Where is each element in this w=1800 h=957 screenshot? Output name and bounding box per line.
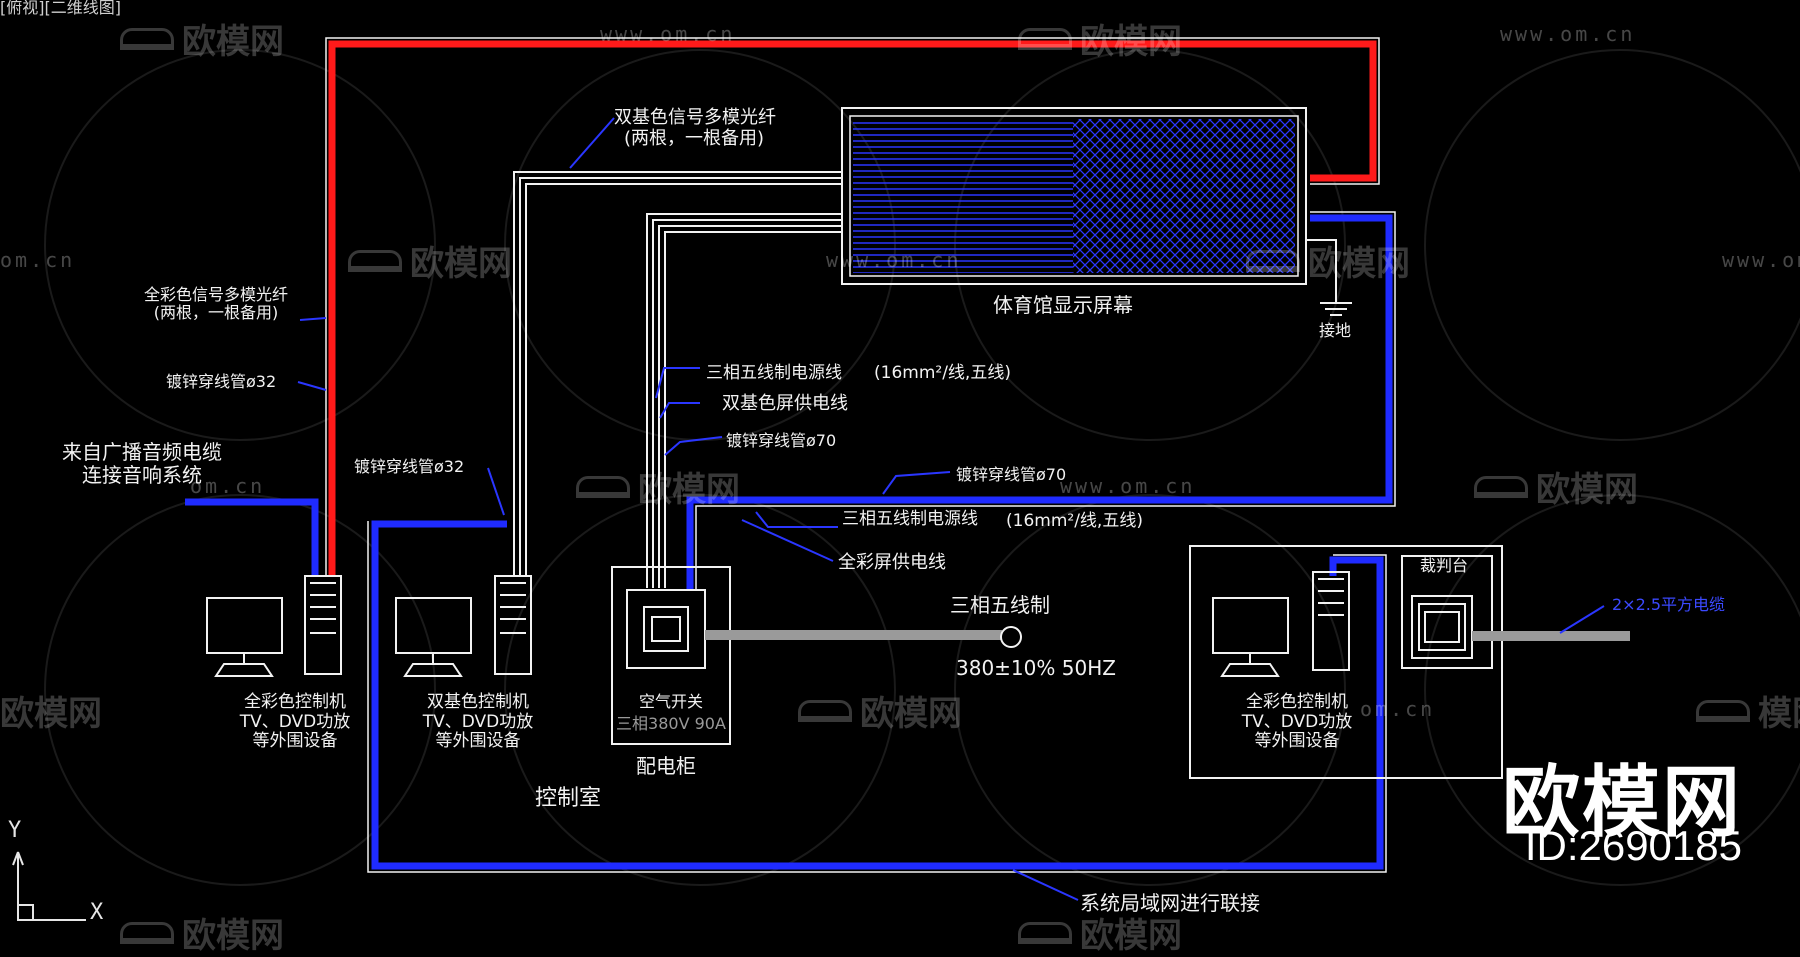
watermark-logo: 欧模网 (1474, 462, 1638, 511)
label-broadcast-cable: 来自广播音频电缆 连接音响系统 (62, 440, 222, 487)
watermark-url: www.om.cn (1722, 248, 1800, 272)
ground-symbol (1306, 239, 1352, 316)
station-label-3: 全彩色控制机 TV、DVD功放 等外围设备 (1241, 692, 1353, 752)
label-air-switch-spec: 三相380V 90A (616, 714, 726, 733)
label-lan: 系统局域网进行联接 (1080, 891, 1260, 915)
label-dual-screen-power: 双基色屏供电线 (722, 393, 848, 414)
label-dual-fiber: 双基色信号多模光纤 (两根，一根备用) (614, 107, 776, 149)
red-power-cable (328, 40, 1377, 576)
label-power-spec-b: (16mm²/线,五线) (1006, 511, 1143, 531)
watermark-logo: 模网 (1696, 686, 1800, 735)
watermark-logo: 欧模网 (576, 462, 740, 511)
label-distribution-cabinet: 配电柜 (636, 754, 696, 778)
label-power-line-a: 三相五线制电源线 (706, 363, 842, 383)
label-voltage: 380±10% 50HZ (956, 656, 1116, 680)
station-label-2: 双基色控制机 TV、DVD功放 等外围设备 (422, 692, 534, 752)
drawing-title-tag: [俯视][二维线图] (0, 0, 121, 17)
ucs-y-label: Y (8, 818, 22, 843)
watermark-logo: 欧模网 (348, 236, 512, 285)
watermark-logo: 欧模网 (1018, 14, 1182, 63)
label-power-spec-a: (16mm²/线,五线) (874, 363, 1011, 383)
annotation-leaders (297, 117, 1605, 901)
station-label-1: 全彩色控制机 TV、DVD功放 等外围设备 (239, 692, 351, 752)
workstation-2 (395, 575, 532, 677)
label-full-screen-power: 全彩屏供电线 (838, 552, 946, 573)
watermark-logo: 欧模网 (120, 14, 284, 63)
watermark-logo: 欧模网 (1018, 908, 1182, 957)
distribution-cabinet-symbol (611, 566, 1022, 745)
watermark-logo: 欧模网 (1246, 236, 1410, 285)
watermark-url: www.om.cn (600, 22, 736, 46)
label-power-line-b: 三相五线制电源线 (842, 509, 978, 529)
label-pipe70-a: 镀锌穿线管ø70 (726, 431, 837, 450)
label-full-fiber: 全彩色信号多模光纤 (两根，一根备用) (143, 285, 288, 323)
label-screen-name: 体育馆显示屏幕 (993, 293, 1133, 317)
ucs-axis-icon (12, 851, 86, 921)
workstation-1 (206, 575, 342, 677)
label-cable-spec: 2×2.5平方电缆 (1612, 595, 1726, 614)
watermark-url: www.om.cn (826, 248, 962, 272)
brand-logo-text: 欧模网 (1501, 758, 1742, 848)
blue-network-cables (185, 214, 1393, 870)
label-control-room: 控制室 (535, 786, 602, 811)
label-pipe32-left: 镀锌穿线管ø32 (166, 372, 277, 391)
label-air-switch: 空气开关 (638, 692, 703, 711)
watermark-logo: 欧模网 (120, 908, 284, 957)
screen-power-cables (646, 213, 842, 588)
referee-desk-symbol (1189, 545, 1630, 779)
brand-id: ID:2690185 (1524, 822, 1742, 869)
watermark-url: www.om.cn (1500, 22, 1636, 46)
watermark-logo: 欧模网 (798, 686, 962, 735)
label-three-phase: 三相五线制 (950, 593, 1050, 617)
watermark-url: om.cn (190, 474, 266, 498)
ucs-x-label: X (90, 900, 104, 925)
watermark-url: om.cn (0, 248, 76, 272)
label-pipe70-b: 镀锌穿线管ø70 (956, 465, 1067, 484)
watermark-url: om.cn (1360, 697, 1436, 721)
label-referee-desk: 裁判台 (1420, 556, 1469, 575)
wiring-diagram (12, 37, 1800, 921)
dual-fiber-cable (513, 171, 842, 576)
label-ground: 接地 (1319, 321, 1352, 340)
watermark-url: www.om.cn (1060, 474, 1196, 498)
label-pipe32-mid: 镀锌穿线管ø32 (354, 457, 465, 476)
watermark-logo: 欧模网 (0, 694, 102, 734)
stadium-screen (841, 107, 1307, 285)
